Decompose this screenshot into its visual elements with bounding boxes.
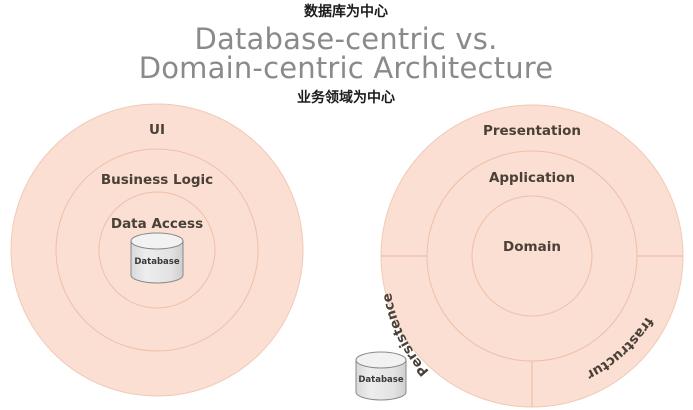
domain-centric-database-cylinder[interactable]: Database <box>355 351 407 401</box>
domain-centric-label-application: Application <box>489 170 575 186</box>
domain-centric-inner-ring-domain[interactable] <box>471 195 593 317</box>
db-centric-label-business-logic: Business Logic <box>101 172 213 188</box>
db-centric-database-label: Database <box>134 257 179 267</box>
database-cylinder-top-icon <box>355 351 407 369</box>
page-title-line-1: Database-centric vs. <box>194 22 497 56</box>
annotation-database-centric: 数据库为中心 <box>304 3 388 20</box>
database-cylinder-top-icon <box>130 232 184 250</box>
db-centric-label-data-access: Data Access <box>111 216 203 232</box>
page-title-line-2: Domain-centric Architecture <box>139 51 554 85</box>
db-centric-database-cylinder[interactable]: Database <box>130 232 184 284</box>
domain-centric-database-label: Database <box>358 375 403 385</box>
header-block: 数据库为中心 Database-centric vs. Domain-centr… <box>139 3 554 106</box>
domain-centric-label-domain: Domain <box>503 239 561 255</box>
db-centric-label-ui: UI <box>149 122 165 138</box>
domain-centric-label-presentation: Presentation <box>483 123 581 139</box>
annotation-domain-centric: 业务领域为中心 <box>297 89 395 106</box>
database-centric-diagram: UI Business Logic Data Access Database <box>10 103 304 397</box>
database-cylinder-icon <box>130 240 184 284</box>
database-cylinder-icon <box>355 359 407 401</box>
